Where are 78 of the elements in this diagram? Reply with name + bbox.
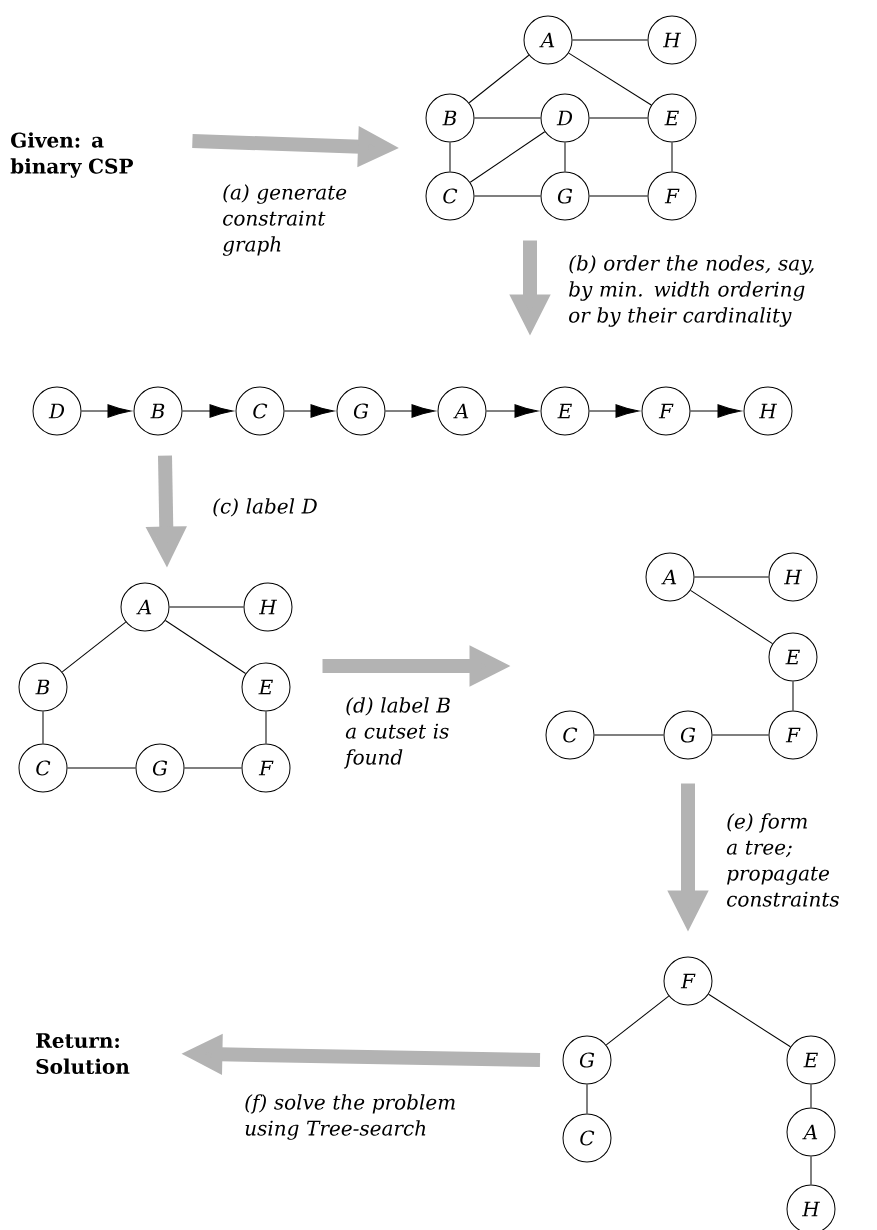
graph-node: G [135, 743, 185, 793]
graph-node: E [241, 662, 291, 712]
connector-line [67, 767, 136, 769]
arrow [589, 404, 640, 418]
connector-line [184, 767, 242, 769]
edge-label: (e) form a tree; propagate constraints [726, 813, 839, 907]
graph-node: C [562, 1113, 612, 1163]
graph-node: G [663, 710, 713, 760]
connector-line [42, 711, 44, 744]
connector-line [164, 620, 247, 674]
connector-line [810, 1084, 812, 1108]
arrow [182, 404, 234, 418]
graph-node: B [18, 662, 68, 712]
connector-line [61, 621, 127, 673]
graph-node: A [120, 582, 170, 632]
edge-label: (d) label B a cutset is found [344, 697, 450, 769]
connector-line [594, 734, 664, 736]
graph-node: H [743, 386, 793, 436]
edge-label: (b) order the nodes, say, by min. width ordering or by their cardinality [569, 255, 814, 327]
graph-node: H [768, 552, 818, 602]
graph-node: E [768, 632, 818, 682]
arrow [486, 404, 539, 418]
connector-line [792, 681, 794, 711]
connector-line [449, 142, 451, 172]
arrow [385, 404, 436, 418]
edge-label: (c) label D [213, 498, 317, 517]
connector-line [469, 131, 546, 183]
arrow [284, 404, 335, 418]
connector-line [810, 1156, 812, 1185]
connector-line [265, 711, 267, 744]
graph-node: A [523, 15, 573, 65]
connector-line [589, 117, 648, 119]
edge-label: (a) generate constraint graph [222, 184, 347, 256]
graph-node: E [647, 93, 697, 143]
graph-node: G [336, 386, 386, 436]
graph-node: D [32, 386, 82, 436]
graph-node: C [425, 171, 475, 221]
graph-node: B [133, 386, 183, 436]
edge-label: (f) solve the problem using Tree-search [245, 1094, 455, 1140]
connector-line [690, 589, 773, 645]
stage-text: Return: Solution [36, 1033, 130, 1075]
graph-node: C [18, 743, 68, 793]
graph-node: D [540, 93, 590, 143]
graph-node: H [243, 582, 293, 632]
connector-line [169, 606, 244, 608]
stage-text: Given: a binary CSP [10, 132, 133, 178]
connector-line [586, 1084, 588, 1114]
connector-line [605, 995, 670, 1046]
connector-line [474, 195, 541, 197]
connector-line [474, 117, 541, 119]
graph-node: H [647, 15, 697, 65]
graph-node: C [545, 710, 595, 760]
connector-line [671, 142, 673, 172]
connector-line [589, 195, 648, 197]
graph-node: A [437, 386, 487, 436]
graph-node: F [768, 710, 818, 760]
connector-line [708, 993, 791, 1048]
arrow [690, 404, 742, 418]
graph-node: F [641, 386, 691, 436]
graph-node: E [786, 1035, 836, 1085]
connector-line [694, 576, 769, 578]
graph-node: F [241, 743, 291, 793]
graph-node: B [425, 93, 475, 143]
connector-line [568, 52, 652, 106]
graph-node: E [540, 386, 590, 436]
graph-node: H [786, 1184, 836, 1230]
graph-node: F [663, 956, 713, 1006]
graph-node: C [235, 386, 285, 436]
connector-line [564, 142, 566, 172]
graph-node: G [540, 171, 590, 221]
graph-node: F [647, 171, 697, 221]
connector-line [468, 54, 530, 104]
graph-node: A [645, 552, 695, 602]
graph-node: G [562, 1035, 612, 1085]
connector-line [712, 734, 769, 736]
connector-line [572, 39, 648, 41]
graph-node: A [786, 1107, 836, 1157]
arrow [81, 404, 132, 418]
